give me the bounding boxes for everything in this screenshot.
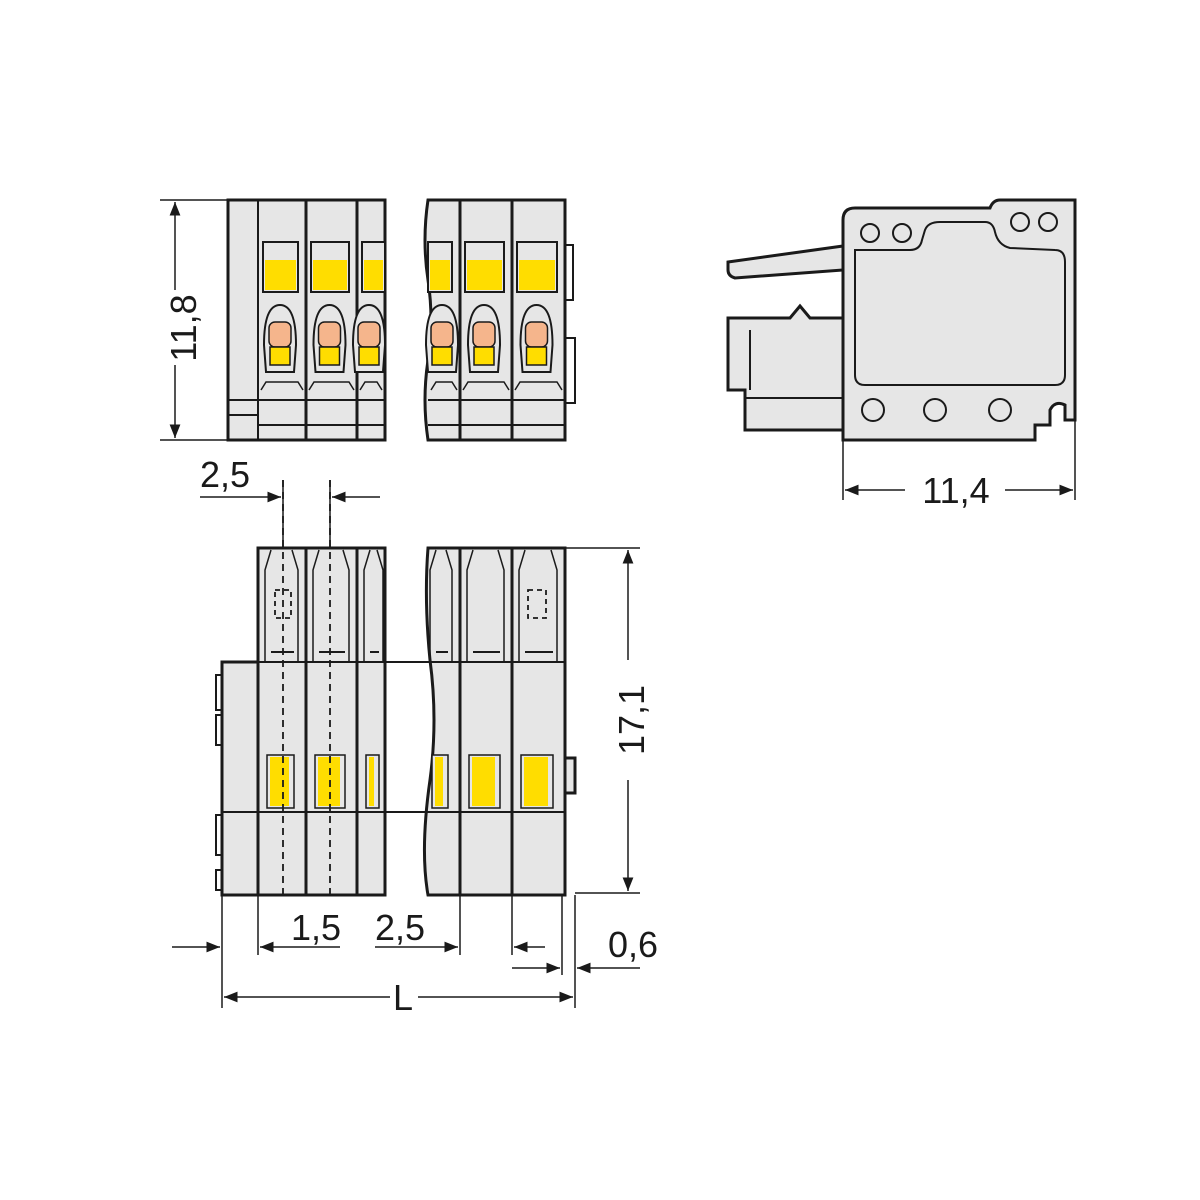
contact-yellow [431, 346, 453, 366]
pole-base [359, 381, 383, 391]
pole-base [308, 381, 355, 391]
actuator-yellow [364, 260, 383, 290]
actuator-yellow [369, 757, 374, 806]
pole-base [430, 381, 458, 391]
entry-funnel [429, 549, 453, 662]
contact-yellow [525, 346, 548, 366]
actuator-yellow [318, 757, 340, 806]
entry-funnel [518, 549, 558, 662]
actuator-yellow [472, 757, 495, 806]
pole-base [462, 381, 510, 391]
contact-spring [472, 321, 496, 348]
dimension-length-L: L [393, 977, 413, 1018]
dimension-17-1: 17,1 [611, 685, 652, 755]
dimension-11-4: 11,4 [922, 470, 989, 511]
entry-funnel [363, 549, 384, 662]
actuator-yellow [270, 757, 289, 806]
dimension-0-6: 0,6 [608, 924, 658, 965]
dimension-11-8: 11,8 [163, 294, 204, 361]
dimension-pitch-top: 2,5 [200, 454, 250, 495]
contact-yellow [269, 346, 291, 366]
actuator-yellow [519, 260, 555, 290]
contact-yellow [358, 346, 380, 366]
actuator-yellow [467, 260, 502, 290]
dimension-1-5: 1,5 [291, 907, 341, 948]
entry-funnel [264, 549, 299, 662]
pole-base [514, 381, 563, 391]
side-view: 11,4 [726, 198, 1077, 511]
entry-funnel [466, 549, 505, 662]
actuator-yellow [430, 260, 450, 290]
entry-funnel [312, 549, 350, 662]
contact-yellow [473, 346, 495, 366]
contact-yellow [318, 346, 341, 366]
contact-spring [524, 321, 549, 348]
contact-spring [317, 321, 342, 348]
contact-spring [430, 321, 454, 348]
contact-spring [357, 321, 381, 348]
actuator-yellow [524, 757, 548, 806]
actuator-yellow [265, 260, 296, 290]
dimension-pitch-bottom: 2,5 [375, 907, 425, 948]
bottom-view: 2,5 17,1 1,5 2,5 0,6 L [172, 454, 658, 1018]
front-view: 11,8 [160, 198, 576, 442]
contact-spring [268, 321, 292, 348]
actuator-yellow [435, 757, 443, 806]
actuator-yellow [313, 260, 347, 290]
pole-base [260, 381, 304, 391]
